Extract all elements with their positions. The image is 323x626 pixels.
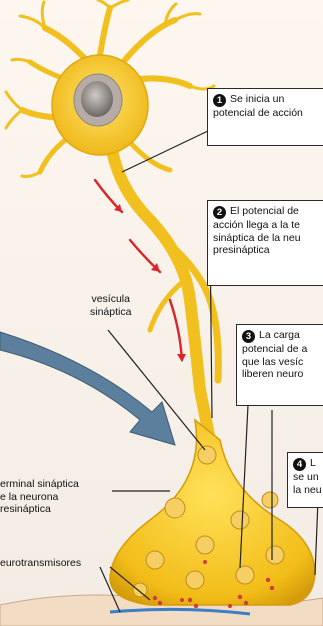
nucleus xyxy=(81,81,113,117)
callout-text: acción llega a la te xyxy=(213,219,300,231)
step-number-badge: 2 xyxy=(213,206,226,219)
callout-text: potencial de a xyxy=(242,343,307,355)
label-neurotransmitters: eurotransmisores xyxy=(0,557,81,570)
label-synaptic-terminal: erminal sináptica e la neurona resinápti… xyxy=(0,478,79,516)
step-number-badge: 3 xyxy=(242,330,255,343)
callout-text: que las vesíc xyxy=(242,356,303,368)
callout-text: La carga xyxy=(259,329,300,341)
callout-text: potencial de acción xyxy=(213,107,303,119)
step-number-badge: 1 xyxy=(213,94,226,107)
callout-text: Se inicia un xyxy=(230,93,284,105)
callout-text: presináptica xyxy=(213,244,270,256)
label-synaptic-vesicle: vesícula sináptica xyxy=(90,293,131,318)
callout-step-1: 1 Se inicia un potencial de acción xyxy=(207,88,323,146)
callout-step-2: 2 El potencial de acción llega a la te si… xyxy=(207,200,323,286)
callout-text: se un xyxy=(293,471,319,483)
callout-text: L xyxy=(310,457,316,469)
callout-text: la neu xyxy=(293,484,322,496)
callout-text: liberen neuro xyxy=(242,368,303,380)
callout-step-3: 3 La carga potencial de a que las vesíc l… xyxy=(236,324,323,406)
callout-step-4: 4L se un la neu xyxy=(287,452,323,508)
callout-text: El potencial de xyxy=(230,205,299,217)
step-number-badge: 4 xyxy=(293,458,306,471)
callout-text: sináptica de la neu xyxy=(213,232,301,244)
